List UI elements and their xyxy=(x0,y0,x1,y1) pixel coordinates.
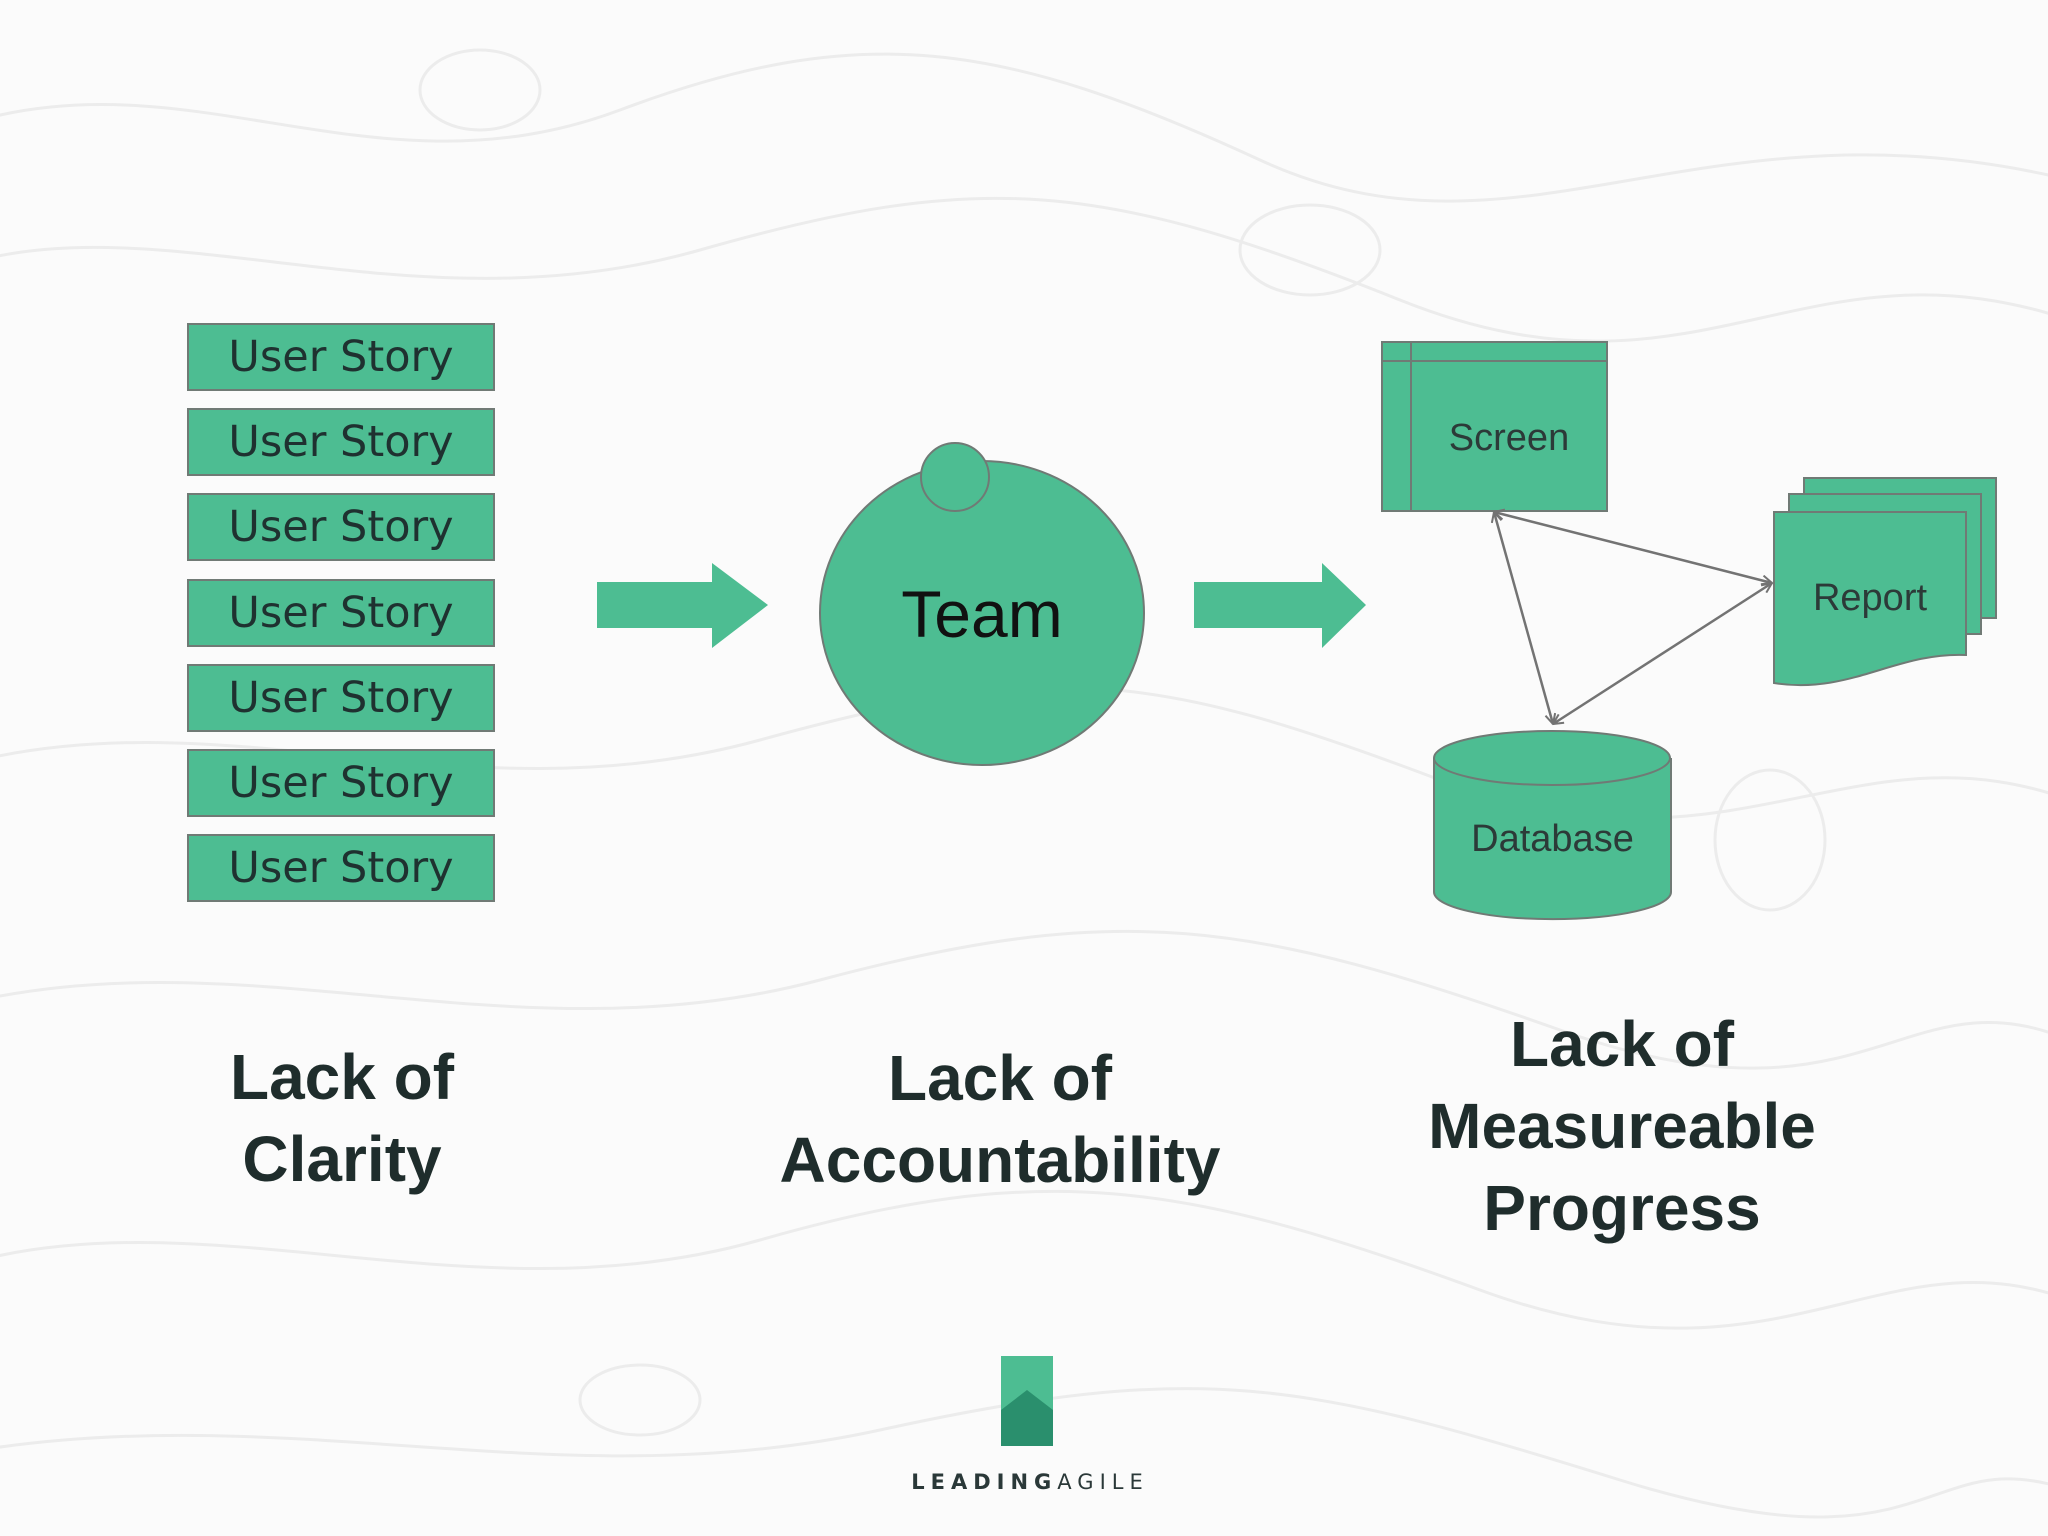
caption-line: Lack of xyxy=(887,1042,1113,1114)
user-story-card: User Story xyxy=(187,749,495,817)
caption-line: Progress xyxy=(1483,1172,1761,1244)
caption-lack-of-clarity: Lack of Clarity xyxy=(192,1036,492,1200)
user-story-card: User Story xyxy=(187,664,495,732)
user-story-card: User Story xyxy=(187,834,495,902)
user-story-card: User Story xyxy=(187,493,495,561)
caption-line: Accountability xyxy=(779,1124,1221,1196)
caption-line: Measureable xyxy=(1428,1090,1816,1162)
team-knob xyxy=(920,442,990,512)
screen-shape xyxy=(1381,341,1608,512)
database-label: Database xyxy=(1471,818,1634,860)
user-story-card: User Story xyxy=(187,579,495,647)
team-label: Team xyxy=(901,577,1063,651)
database-shape xyxy=(1433,730,1672,921)
caption-lack-of-measureable-progress: Lack of Measureable Progress xyxy=(1372,1003,1872,1249)
brand-wordmark: LEADINGAGILE xyxy=(860,1470,1200,1494)
caption-line: Clarity xyxy=(242,1123,442,1195)
brand-part-leading: LEADING xyxy=(911,1470,1058,1494)
arrow-right-icon xyxy=(597,563,768,648)
connector-report-database xyxy=(1553,583,1772,724)
caption-line: Lack of xyxy=(1509,1008,1735,1080)
caption-lack-of-accountability: Lack of Accountability xyxy=(750,1037,1250,1201)
user-story-card: User Story xyxy=(187,323,495,391)
arrow-right-icon xyxy=(1194,563,1366,648)
screen-label: Screen xyxy=(1448,417,1570,459)
connector-screen-report xyxy=(1494,512,1772,583)
leadingagile-logo-icon xyxy=(1001,1356,1053,1446)
user-story-card: User Story xyxy=(187,408,495,476)
brand-part-agile: AGILE xyxy=(1057,1470,1149,1494)
connector-screen-database xyxy=(1494,512,1553,724)
report-shape xyxy=(1773,477,1997,687)
report-label: Report xyxy=(1812,577,1928,619)
caption-line: Lack of xyxy=(229,1041,455,1113)
